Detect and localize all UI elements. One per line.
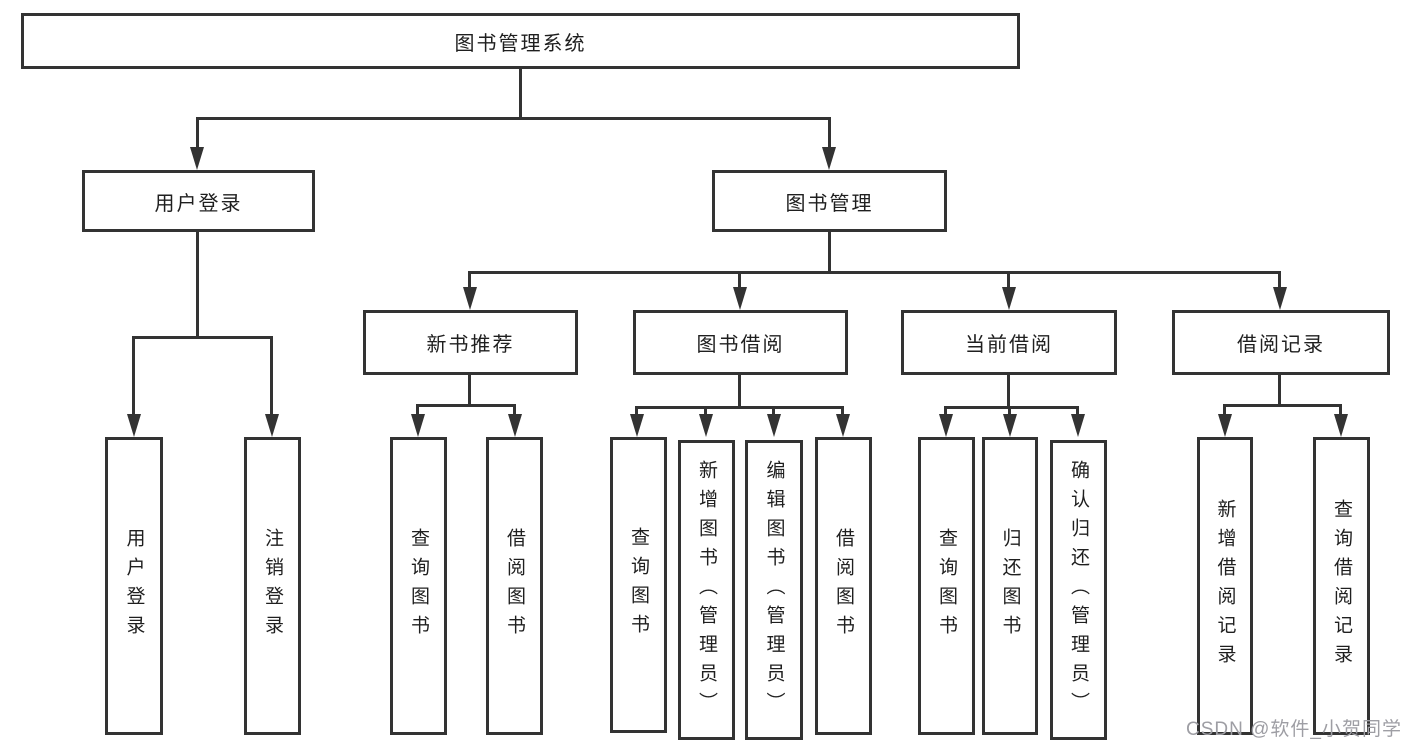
leaf-records-query-record-label: 查询借阅记录 xyxy=(1331,499,1352,673)
leaf-user-login-label: 用户登录 xyxy=(123,528,145,644)
edge-current-borrow-bar xyxy=(944,406,1079,409)
leaf-borrow-edit-books-admin-label: 编辑图书（管理员） xyxy=(763,459,785,721)
leaf-borrow-add-books-admin: 新增图书（管理员） xyxy=(678,440,735,740)
leaf-newbook-borrow-books: 借阅图书 xyxy=(486,437,543,735)
arrowhead-down-icon xyxy=(1218,414,1232,437)
node-book-management: 图书管理 xyxy=(712,170,947,232)
arrowhead-down-icon xyxy=(699,414,713,437)
node-borrow-records: 借阅记录 xyxy=(1172,310,1390,375)
node-user-login-label: 用户登录 xyxy=(154,192,243,215)
leaf-newbook-query-books-label: 查询图书 xyxy=(408,528,429,644)
leaf-logout-label: 注销登录 xyxy=(262,528,283,644)
leaf-records-add-record-label: 新增借阅记录 xyxy=(1214,499,1236,673)
arrowhead-down-icon xyxy=(939,414,953,437)
leaf-borrow-edit-books-admin: 编辑图书（管理员） xyxy=(745,440,803,740)
arrowhead-down-icon xyxy=(1003,414,1017,437)
node-root-label: 图书管理系统 xyxy=(454,32,587,55)
edge-root-trunk xyxy=(519,69,522,118)
edge-to-borrow-records-stem xyxy=(1278,271,1281,292)
node-current-borrow-label: 当前借阅 xyxy=(965,334,1053,356)
arrowhead-down-icon xyxy=(127,414,141,437)
edge-new-book-recommend-bar xyxy=(416,404,516,407)
node-user-login: 用户登录 xyxy=(82,170,315,232)
leaf-current-return-books-label: 归还图书 xyxy=(999,528,1021,644)
leaf-current-confirm-return-admin: 确认归还（管理员） xyxy=(1050,440,1107,740)
leaf-borrow-query-books: 查询图书 xyxy=(610,437,667,733)
edge-leaf-stem xyxy=(772,406,775,420)
leaf-current-query-books-label: 查询图书 xyxy=(936,528,957,644)
edge-leaf-stem xyxy=(704,406,707,420)
edge-root-bar xyxy=(196,117,830,120)
edge-borrow-records-trunk xyxy=(1278,375,1281,407)
node-new-book-recommend: 新书推荐 xyxy=(363,310,578,375)
arrowhead-down-icon xyxy=(508,414,522,437)
edge-to-book-borrow-stem xyxy=(738,271,741,292)
edge-to-leaf-logout-stem xyxy=(270,336,273,420)
leaf-records-add-record: 新增借阅记录 xyxy=(1197,437,1253,735)
edge-borrow-records-bar xyxy=(1223,404,1342,407)
arrowhead-down-icon xyxy=(1002,287,1016,310)
arrowhead-down-icon xyxy=(733,287,747,310)
leaf-user-login: 用户登录 xyxy=(105,437,163,735)
arrowhead-down-icon xyxy=(1334,414,1348,437)
leaf-current-confirm-return-admin-label: 确认归还（管理员） xyxy=(1068,459,1089,721)
edge-user-login-bar xyxy=(132,336,273,339)
arrowhead-down-icon xyxy=(836,414,850,437)
arrowhead-down-icon xyxy=(1273,287,1287,310)
node-current-borrow: 当前借阅 xyxy=(901,310,1117,375)
edge-book-management-trunk xyxy=(828,232,831,272)
leaf-records-query-record: 查询借阅记录 xyxy=(1313,437,1370,735)
node-book-borrow-label: 图书借阅 xyxy=(696,334,785,356)
leaf-newbook-query-books: 查询图书 xyxy=(390,437,447,735)
node-book-borrow: 图书借阅 xyxy=(633,310,848,375)
leaf-logout: 注销登录 xyxy=(244,437,301,735)
node-borrow-records-label: 借阅记录 xyxy=(1237,334,1325,356)
arrowhead-down-icon xyxy=(463,287,477,310)
edge-leaf-stem xyxy=(1339,404,1342,420)
edge-leaf-stem xyxy=(513,404,516,420)
leaf-borrow-borrow-books: 借阅图书 xyxy=(815,437,872,735)
arrowhead-down-icon xyxy=(1071,414,1085,437)
node-new-book-recommend-label: 新书推荐 xyxy=(426,334,515,356)
edge-to-new-book-recommend-stem xyxy=(468,271,471,292)
edge-leaf-stem xyxy=(1076,406,1079,420)
leaf-current-query-books: 查询图书 xyxy=(918,437,975,735)
edge-user-login-trunk xyxy=(196,232,199,337)
edge-root-to-book-management-stem xyxy=(828,117,831,150)
edge-current-borrow-trunk xyxy=(1007,375,1010,409)
node-book-management-label: 图书管理 xyxy=(785,192,874,215)
edge-leaf-stem xyxy=(1223,404,1226,420)
leaf-borrow-query-books-label: 查询图书 xyxy=(628,527,649,643)
arrowhead-down-icon xyxy=(190,147,204,170)
edge-leaf-stem xyxy=(944,406,947,420)
leaf-borrow-borrow-books-label: 借阅图书 xyxy=(833,528,854,644)
edge-book-borrow-trunk xyxy=(738,375,741,409)
node-root: 图书管理系统 xyxy=(21,13,1020,69)
edge-book-borrow-bar xyxy=(635,406,844,409)
edge-to-leaf-user-login-stem xyxy=(132,336,135,420)
edge-leaf-stem xyxy=(416,404,419,420)
arrowhead-down-icon xyxy=(411,414,425,437)
csdn-watermark: CSDN @软件_小贺同学 xyxy=(1186,719,1402,740)
arrowhead-down-icon xyxy=(265,414,279,437)
edge-root-to-user-login-stem xyxy=(196,117,199,150)
arrowhead-down-icon xyxy=(630,414,644,437)
edge-leaf-stem xyxy=(841,406,844,420)
leaf-newbook-borrow-books-label: 借阅图书 xyxy=(504,528,525,644)
leaf-borrow-add-books-admin-label: 新增图书（管理员） xyxy=(696,459,717,721)
edge-leaf-stem xyxy=(635,406,638,420)
arrowhead-down-icon xyxy=(767,414,781,437)
leaf-current-return-books: 归还图书 xyxy=(982,437,1038,735)
edge-new-book-recommend-trunk xyxy=(468,375,471,407)
edge-leaf-stem xyxy=(1008,406,1011,420)
edge-to-current-borrow-stem xyxy=(1007,271,1010,292)
edge-book-management-bar xyxy=(468,271,1281,274)
arrowhead-down-icon xyxy=(822,147,836,170)
